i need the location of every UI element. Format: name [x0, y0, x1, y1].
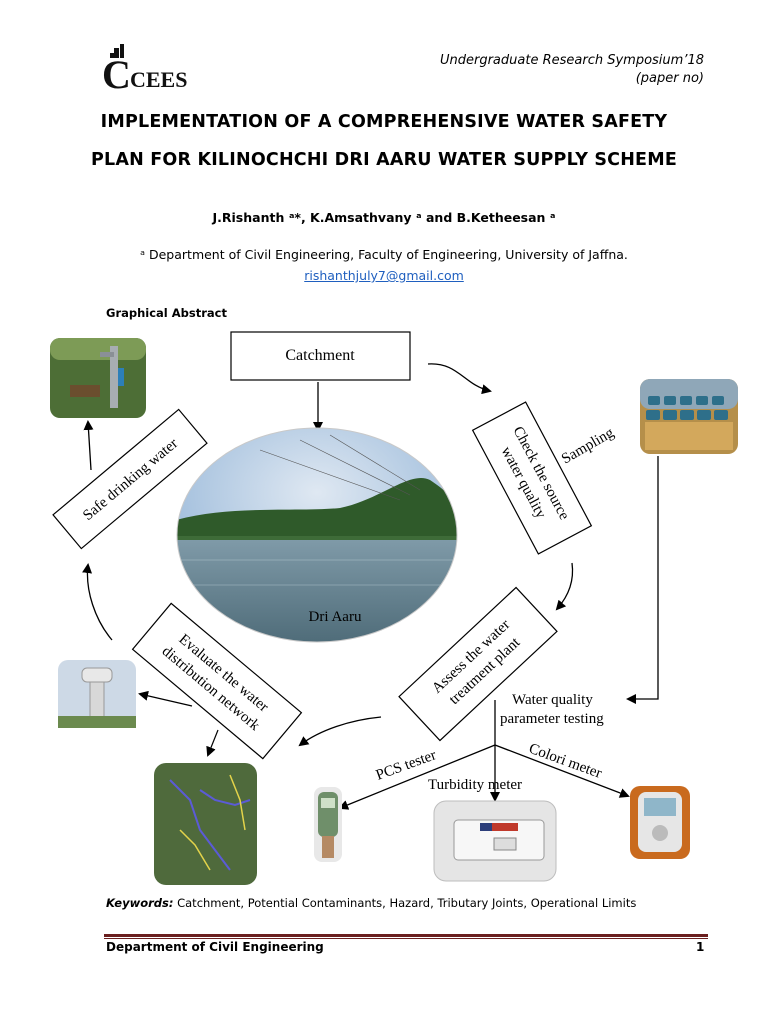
graphical-abstract-diagram: Catchment Dri Aaru Check the source wate… [50, 331, 738, 885]
arrow-check-to-assess [555, 562, 574, 611]
keywords: Keywords: Catchment, Potential Contamina… [106, 896, 636, 910]
logo-text: CEES [130, 67, 187, 92]
paper-number: (paper no) [635, 71, 704, 86]
keywords-label: Keywords: [106, 896, 174, 910]
sampling-label: Sampling [559, 425, 617, 468]
wq-testing-label-2: parameter testing [500, 711, 604, 727]
footer-rule-thin [104, 938, 708, 939]
dri-aaru-river-image: Dri Aaru [176, 427, 458, 643]
distribution-map-photo [154, 763, 257, 885]
turbidity-meter-photo [433, 800, 557, 882]
footer-department: Department of Civil Engineering [106, 940, 324, 954]
cees-logo: C CEES [100, 44, 190, 97]
arrow-to-pcs-tester [338, 744, 496, 810]
sample-bottles-photo [640, 379, 738, 454]
arrow-sampling-to-testing [626, 456, 659, 704]
keywords-text: Catchment, Potential Contaminants, Hazar… [173, 896, 637, 910]
paper-title-line1: IMPLEMENTATION OF A COMPREHENSIVE WATER … [100, 112, 668, 132]
colori-meter-photo [630, 786, 690, 859]
water-tower-photo [58, 660, 136, 728]
arrow-catchment-to-check [427, 363, 492, 395]
arrow-evaluate-to-map [206, 729, 219, 757]
drinking-tap-photo [50, 338, 146, 418]
wq-testing-label-1: Water quality [512, 692, 593, 708]
footer-rule-thick [104, 934, 708, 937]
arrow-evaluate-to-safe [82, 563, 113, 641]
arrow-evaluate-to-tower [138, 690, 193, 707]
arrow-safe-to-tap [83, 420, 94, 471]
dri-aaru-label: Dri Aaru [309, 609, 362, 625]
affiliation: ᵃ Department of Civil Engineering, Facul… [140, 247, 628, 262]
graphical-abstract-label: Graphical Abstract [106, 306, 227, 320]
pcs-tester-photo [314, 787, 342, 862]
arrow-to-colori-meter [494, 744, 630, 798]
header-right: Undergraduate Research Symposium’18 (pap… [440, 52, 704, 88]
page-number: 1 [696, 940, 705, 954]
cees-logo-graphic: C CEES [102, 44, 187, 97]
catchment-label: Catchment [285, 347, 355, 364]
assess-treatment-box: Assess the water treatment plant [398, 586, 558, 742]
arrow-assess-to-evaluate [298, 716, 382, 747]
authors: J.Rishanth ᵃ*, K.Amsathvany ᵃ and B.Keth… [212, 210, 556, 225]
symposium-name: Undergraduate Research Symposium’18 [439, 53, 704, 68]
check-source-box: Check the source water quality [471, 401, 593, 555]
turbidity-meter-label: Turbidity meter [428, 777, 522, 793]
paper-title-line2: PLAN FOR KILINOCHCHI DRI AARU WATER SUPP… [90, 150, 677, 170]
catchment-box: Catchment [230, 331, 411, 381]
email-link[interactable]: rishanthjuly7@gmail.com [304, 268, 464, 283]
svg-text:C: C [102, 52, 131, 94]
